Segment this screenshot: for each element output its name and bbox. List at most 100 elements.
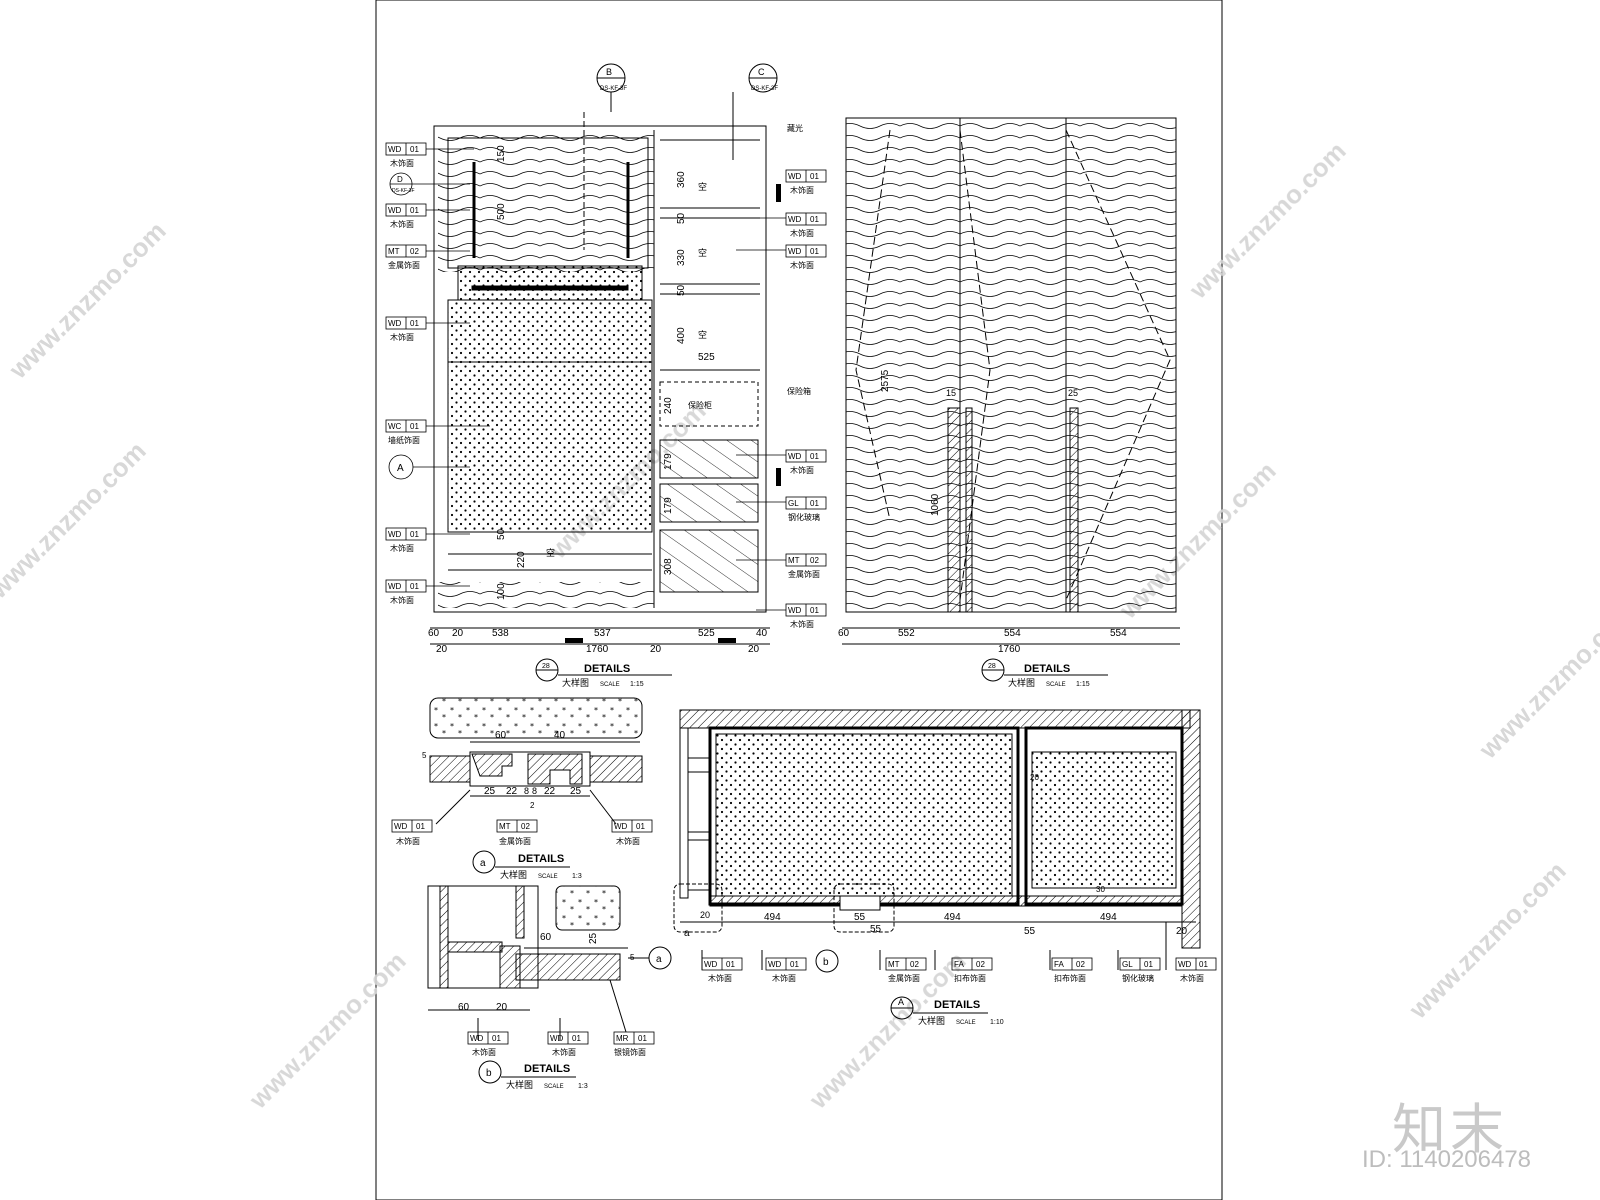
detail-b-dims: 60 25 60 20 5 a <box>458 932 662 1013</box>
dim-shelf-3: 330 <box>676 249 687 266</box>
detail-a <box>429 697 643 825</box>
tag-wd-1-num: 01 <box>410 145 419 154</box>
plan-bubble-b: b <box>823 957 829 968</box>
tag-r-wd-3-num: 01 <box>810 247 819 256</box>
tag-wd-1: WD <box>388 145 402 154</box>
watermark-site-2: www.znzmo.com <box>0 436 152 605</box>
da-tag-wd-l-num: 01 <box>416 822 425 831</box>
dim-left-4: 220 <box>516 551 527 568</box>
dim-b8: 20 <box>650 644 662 655</box>
da-b3: 8 <box>524 786 529 796</box>
tag-mt-1-num: 02 <box>410 247 419 256</box>
title1-scale: SCALE <box>600 682 620 688</box>
tag-wd-4-num: 01 <box>410 530 419 539</box>
db-d1: 60 <box>540 932 552 943</box>
da-b5: 22 <box>544 786 556 797</box>
db-tag-wd-2: WD <box>550 1034 564 1043</box>
elev1-shelf-dims: 360 50 330 50 400 240 179 179 308 525 15… <box>496 145 715 600</box>
da-tag-wd-r-num: 01 <box>636 822 645 831</box>
detail-a-dims: 60 40 25 22 8 8 22 25 5 2 <box>422 730 582 810</box>
title-a-details: DETAILS <box>518 853 564 865</box>
pt-gl-num: 01 <box>1144 960 1153 969</box>
title1-details: DETAILS <box>584 663 630 675</box>
da-b1: 25 <box>484 786 496 797</box>
detail-b <box>427 885 672 1040</box>
e2-dim-total: 1760 <box>998 644 1021 655</box>
title2-sub: 大样图 <box>1008 677 1035 688</box>
ref-c-label: C <box>758 67 765 77</box>
dim-shelf-9: 308 <box>663 558 674 575</box>
pt-wd-1: WD <box>704 960 718 969</box>
da-tag-wd-r-desc: 木饰面 <box>616 836 640 846</box>
pt-mt: MT <box>888 960 900 969</box>
detail-a-tags <box>391 819 653 833</box>
title-b-scale-val: 1:3 <box>578 1083 588 1090</box>
da-tag-wd-l-desc: 木饰面 <box>396 836 420 846</box>
db-tag-wd-1: WD <box>470 1034 484 1043</box>
da-small-2: 2 <box>530 801 535 810</box>
tag-wd-4-desc: 木饰面 <box>390 543 414 553</box>
pt-wd-1-num: 01 <box>726 960 735 969</box>
dim-left-5: 100 <box>496 583 507 600</box>
title-b-sub: 大样图 <box>506 1079 533 1090</box>
title1-num: 28 <box>542 663 550 670</box>
dim-left-2: 500 <box>496 203 507 220</box>
dim-shelf-8: 179 <box>663 497 674 514</box>
tag-r-wd-3-desc: 木饰面 <box>790 260 814 270</box>
tag-wd-1-desc: 木饰面 <box>390 158 414 168</box>
pt-fa-2: FA <box>1054 960 1064 969</box>
da-b2: 22 <box>506 786 518 797</box>
detail-b-tags <box>467 1031 655 1045</box>
da-small-1: 5 <box>422 751 427 760</box>
tag-wd-2-desc: 木饰面 <box>390 219 414 229</box>
watermark-site-1: www.znzmo.com <box>2 216 171 385</box>
title-b-scale: SCALE <box>544 1084 564 1090</box>
da-tag-wd-l: WD <box>394 822 408 831</box>
title-elev2 <box>981 658 1108 682</box>
db-bubble: a <box>656 954 662 965</box>
dim-b5: 525 <box>698 628 715 639</box>
pt-wd-1-desc: 木饰面 <box>708 973 732 983</box>
dim-b1: 60 <box>428 628 440 639</box>
tag-wd-2: WD <box>388 206 402 215</box>
dim-shelf-7: 179 <box>663 453 674 470</box>
title-detail-plan <box>890 996 988 1020</box>
title-detail-a <box>472 850 570 874</box>
tag-wd-4: WD <box>388 530 402 539</box>
dim-b4: 537 <box>594 628 611 639</box>
pt-wd-2-desc: 木饰面 <box>772 973 796 983</box>
tag-wd-5-num: 01 <box>410 582 419 591</box>
ref-b-label: B <box>606 67 612 77</box>
title1-scale-val: 1:15 <box>630 681 644 688</box>
elev1-tag-text-right: WD 01 木饰面 WD 01 木饰面 WD 01 木饰面 WD 01 木饰面 … <box>788 172 820 629</box>
e2-dim-side-2: 1060 <box>930 493 941 516</box>
pd-1: 20 <box>700 910 710 920</box>
dim-shelf-width: 525 <box>698 352 715 363</box>
dim-b6: 40 <box>756 628 768 639</box>
pt-gl: GL <box>1122 960 1133 969</box>
title-plan-scale-val: 1:10 <box>990 1019 1004 1026</box>
title-plan-scale: SCALE <box>956 1020 976 1026</box>
id-watermark: ID: 1140206478 <box>1362 1146 1532 1173</box>
tag-r-wd-5-desc: 木饰面 <box>790 619 814 629</box>
da-b6: 25 <box>570 786 582 797</box>
tag-r-wd-5: WD <box>788 606 802 615</box>
da-tag-mt: MT <box>499 822 511 831</box>
brand-watermark: 知末 <box>1392 1098 1508 1161</box>
tag-r-gl-1-desc: 钢化玻璃 <box>788 512 820 522</box>
tag-r-wd-1-num: 01 <box>810 172 819 181</box>
da-top-1: 60 <box>495 730 507 741</box>
elev1-bottom-dims: 60 20 538 537 525 40 20 20 20 1760 <box>428 628 768 655</box>
title-elev1 <box>535 658 672 682</box>
da-top-2: 40 <box>554 730 566 741</box>
da-tag-wd-r: WD <box>614 822 628 831</box>
void-1: 空 <box>698 181 707 192</box>
pd-7: 494 <box>1100 912 1117 923</box>
db-tag-wd-1-desc: 木饰面 <box>472 1047 496 1057</box>
da-b4: 8 <box>532 786 537 796</box>
tag-wc-1-desc: 墙纸饰面 <box>388 435 420 445</box>
tag-r-wd-2-num: 01 <box>810 215 819 224</box>
db-d4: 20 <box>496 1002 508 1013</box>
db-tag-wd-2-num: 01 <box>572 1034 581 1043</box>
